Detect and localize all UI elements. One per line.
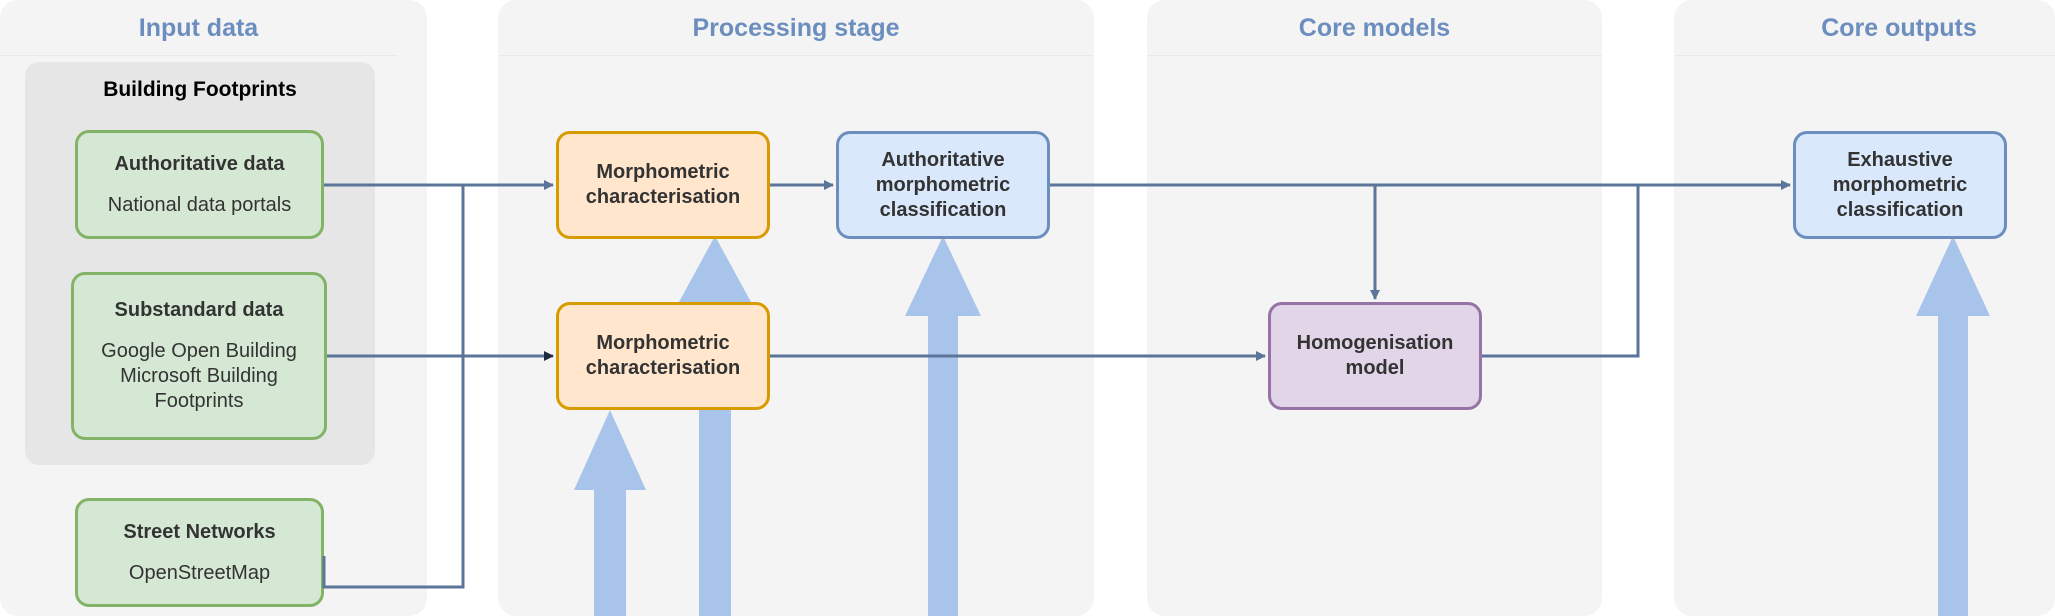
authoritative-classification-box[interactable]: Authoritative morphometric classificatio… bbox=[836, 131, 1050, 239]
lane-title-core-models: Core models bbox=[1147, 0, 1602, 56]
substandard-data-title: Substandard data bbox=[114, 299, 284, 321]
homogenisation-model-box[interactable]: Homogenisation model bbox=[1268, 302, 1482, 410]
homogenisation-model-label: Homogenisation model bbox=[1296, 332, 1454, 379]
street-networks-title: Street Networks bbox=[123, 520, 276, 543]
morphometric-characterisation-bottom-box[interactable]: Morphometric characterisation bbox=[556, 302, 770, 410]
lane-title-input-data: Input data bbox=[0, 0, 397, 56]
lane-core-outputs: Core outputs bbox=[1674, 0, 2055, 616]
morphometric-characterisation-top-box[interactable]: Morphometric characterisation bbox=[556, 131, 770, 239]
morphometric-characterisation-bottom-label: Morphometric characterisation bbox=[585, 332, 741, 379]
authoritative-data-box[interactable]: Authoritative data National data portals bbox=[75, 130, 324, 239]
substandard-data-source: Google Open Building Microsoft Building … bbox=[101, 340, 297, 412]
exhaustive-classification-box[interactable]: Exhaustive morphometric classification bbox=[1793, 131, 2007, 239]
lane-title-core-outputs: Core outputs bbox=[1674, 0, 2055, 56]
lane-title-processing-stage: Processing stage bbox=[498, 0, 1094, 56]
morphometric-characterisation-top-label: Morphometric characterisation bbox=[585, 161, 741, 208]
street-networks-box[interactable]: Street Networks OpenStreetMap bbox=[75, 498, 324, 607]
authoritative-classification-label: Authoritative morphometric classificatio… bbox=[875, 148, 1011, 221]
authoritative-data-source: National data portals bbox=[107, 193, 292, 216]
substandard-data-box[interactable]: Substandard data Google Open Building Mi… bbox=[71, 272, 327, 440]
street-networks-source: OpenStreetMap bbox=[128, 561, 271, 584]
building-footprints-title: Building Footprints bbox=[103, 78, 297, 101]
exhaustive-classification-label: Exhaustive morphometric classification bbox=[1832, 148, 1968, 221]
authoritative-data-title: Authoritative data bbox=[114, 152, 285, 175]
